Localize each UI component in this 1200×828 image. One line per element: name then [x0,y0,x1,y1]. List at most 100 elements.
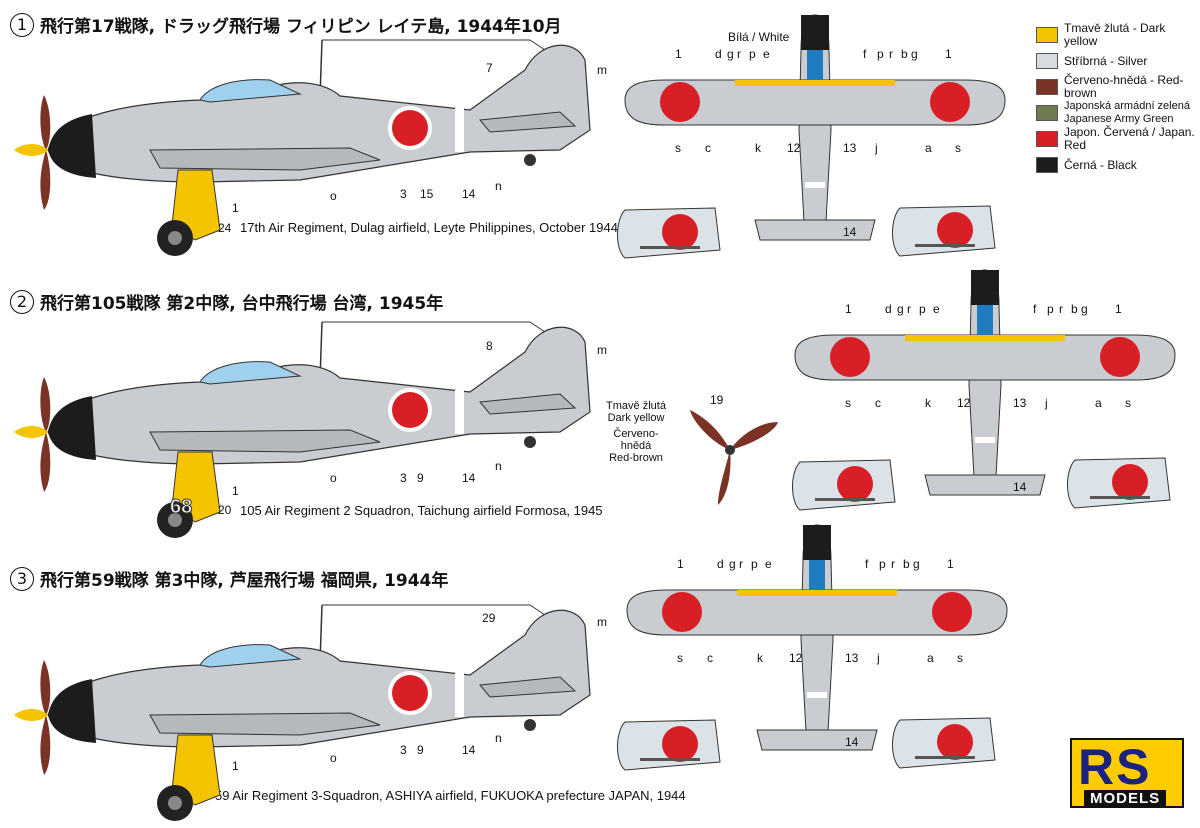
white-color-label: Bílá / White [728,30,790,44]
legend-swatch [1036,105,1058,121]
top-view-callout: 13 [845,651,859,665]
profile-3-title: 3 飛行第59戦隊 第3中隊, 芦屋飛行場 福岡県, 1944年 [10,566,448,591]
propeller-yellow-label: Tmavě žlutá Dark yellow [606,400,666,424]
callout-label: 7 [486,61,493,75]
top-view-tail-callout: 14 [845,735,859,749]
legend-item: Červeno-hnědá - Red-brown [1036,74,1196,100]
legend-label: Japonská armádní zelená Japanese Army Gr… [1064,100,1190,125]
top-view-callout: f [863,47,867,61]
top-view-callout: b [903,557,910,571]
top-view-callout: a [1095,396,1102,410]
callout-label: 3 [400,743,407,757]
callout-label: 20 [218,503,232,517]
top-view-callout: f [1033,302,1037,316]
top-view-callout: p [751,557,758,571]
callout-label: n [495,179,502,193]
profile-1-number: 1 [10,12,34,37]
top-view-callout: a [927,651,934,665]
profile-1-title-text: 飛行第17戦隊, ドラッグ飛行場 フィリピン レイテ島, 1944年10月 [40,17,562,37]
top-view-callout: p [1047,302,1054,316]
top-view-callout: 12 [957,396,971,410]
profile-1-title: 1 飛行第17戦隊, ドラッグ飛行場 フィリピン レイテ島, 1944年10月 [10,12,562,37]
top-view-callout: e [765,557,772,571]
top-view-callout: e [933,302,940,316]
callout-label: m [597,343,607,357]
top-view-callout: p [879,557,886,571]
callout-label: 14 [462,471,476,485]
top-view-callout: g [913,557,920,571]
callout-label: 9 [417,743,424,757]
underwing-1-left [617,207,721,259]
color-legend: Tmavě žlutá - Dark yellow Stříbrná - Sil… [1036,22,1196,178]
profile-2-title-text: 飛行第105戦隊 第2中隊, 台中飛行場 台湾, 1945年 [40,294,444,314]
callout-label: 1 [232,484,239,498]
top-view-callout: j [874,141,878,155]
top-view-callout: 12 [787,141,801,155]
top-view-callout: 1 [677,557,684,571]
top-view-callout: d [885,302,892,316]
profile-2-tail-code: 68 [169,496,193,519]
propeller-brown-label: Červeno-hnědá Red-brown [609,428,663,464]
top-view-callout: 1 [1115,302,1122,316]
top-view-callout: b [1071,302,1078,316]
logo-brand: RS [1078,739,1152,795]
legend-swatch [1036,131,1058,147]
top-view-callout: k [755,141,762,155]
callout-label: o [330,189,337,203]
top-view-callout: g [727,47,734,61]
propeller-illustration [690,410,778,505]
legend-label: Stříbrná - Silver [1064,53,1148,68]
top-view-callout: 1 [947,557,954,571]
top-view-callout: f [865,557,869,571]
top-view-callout: p [749,47,756,61]
top-view-callout: s [955,141,961,155]
top-view-callout: c [875,396,881,410]
legend-item: Tmavě žlutá - Dark yellow [1036,22,1196,48]
profile-3-caption: 59 Air Regiment 3-Squadron, ASHIYA airfi… [215,788,686,803]
top-view-callout: d [717,557,724,571]
top-view-callout: r [737,47,741,61]
top-view-callout: 1 [945,47,952,61]
underwing-1-right [892,205,996,257]
top-view-callout: s [845,396,851,410]
profile-2-title: 2 飛行第105戦隊 第2中隊, 台中飛行場 台湾, 1945年 [10,289,443,314]
top-view-callout: b [901,47,908,61]
profile-3-aircraft [13,604,591,822]
rs-models-logo: RS MODELS [1070,738,1184,808]
legend-item: Japon. Červená / Japan. Red [1036,126,1196,152]
callout-label: o [330,471,337,485]
top-view-callout: 1 [845,302,852,316]
callout-label: 24 [218,221,232,235]
legend-item: Černá - Black [1036,152,1196,178]
legend-swatch [1036,157,1058,173]
top-view-callout: s [677,651,683,665]
callout-label: 3 [400,471,407,485]
callout-label: 1 [232,759,239,773]
underwing-2-left [792,459,896,511]
top-view-callout: r [907,302,911,316]
legend-label: Tmavě žlutá - Dark yellow [1064,21,1166,48]
callout-label: m [597,63,607,77]
propeller-callout: 19 [710,393,724,407]
callout-label: 9 [417,471,424,485]
top-view-callout: d [715,47,722,61]
top-view-callout: g [911,47,918,61]
callout-label: m [597,615,607,629]
top-view-callout: c [705,141,711,155]
top-view-callout: a [925,141,932,155]
legend-label: Černá - Black [1064,157,1137,172]
callout-label: 14 [462,743,476,757]
top-view-callout: k [925,396,932,410]
profile-1-caption: 17th Air Regiment, Dulag airfield, Leyte… [240,220,618,235]
legend-item: Japonská armádní zelená Japanese Army Gr… [1036,100,1196,126]
top-view-callout: 1 [675,47,682,61]
top-view-callout: p [877,47,884,61]
top-view-callout: r [891,557,895,571]
profile-2-number: 2 [10,289,34,314]
profile-2-aircraft [13,321,591,539]
profile-3-number: 3 [10,566,34,591]
top-view-callout: r [889,47,893,61]
callout-label: 14 [462,187,476,201]
top-view-callout: 13 [1013,396,1027,410]
